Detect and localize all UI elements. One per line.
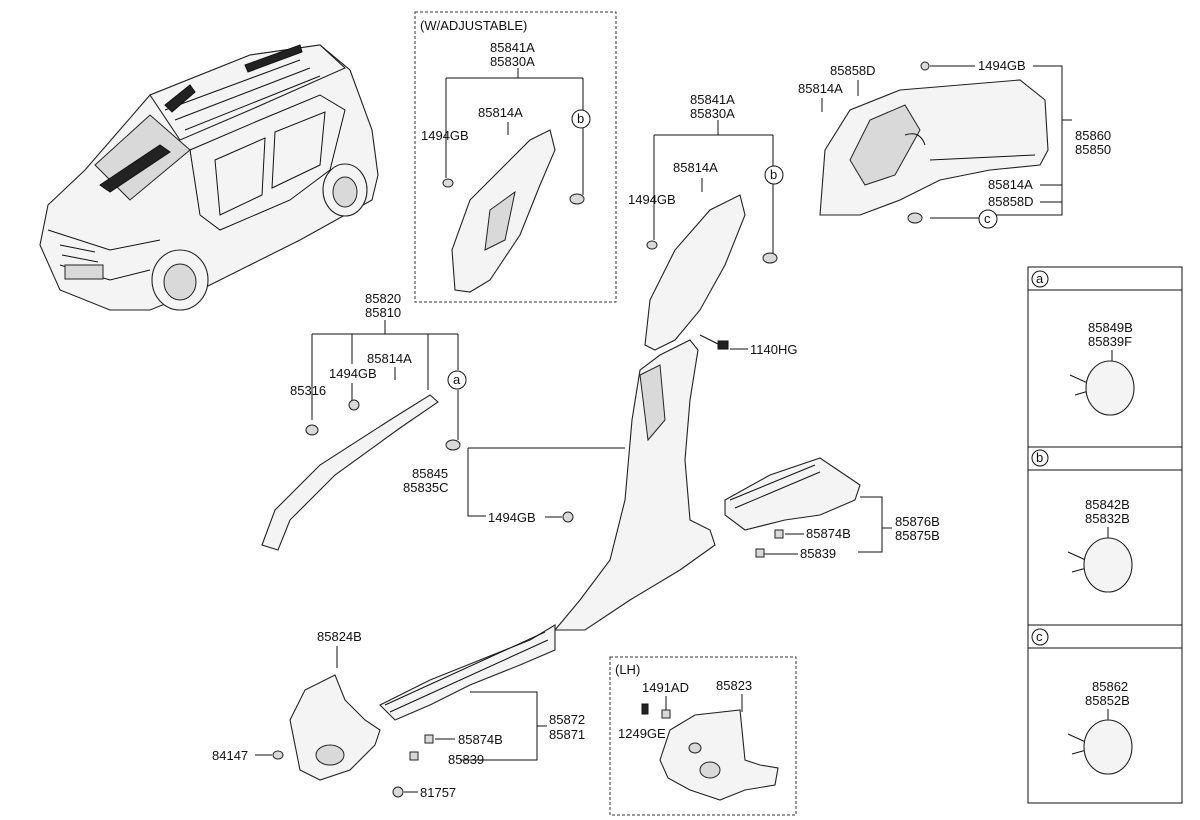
panel-b-callout xyxy=(1031,449,1049,467)
a-pillar-trim xyxy=(261,394,439,551)
cowl-side-trim-lh xyxy=(659,709,779,801)
callout-c xyxy=(978,209,998,229)
svg-text:c: c xyxy=(984,211,991,226)
label-85810: 85810 xyxy=(365,305,401,320)
rear-door-scuff xyxy=(724,457,861,531)
b-pillar-lower-trim xyxy=(553,339,716,631)
label-85841A-b: 85841A xyxy=(690,92,735,107)
label-85874B-a: 85874B xyxy=(806,526,851,541)
label-85872: 85872 xyxy=(549,712,585,727)
cowl-side-trim xyxy=(289,674,381,781)
label-85858D-top: 85858D xyxy=(830,63,876,78)
label-85830A-a: 85830A xyxy=(490,54,535,69)
lh-box-label: (LH) xyxy=(615,662,640,677)
label-85876B: 85876B xyxy=(895,514,940,529)
label-84147: 84147 xyxy=(212,748,248,763)
label-85814A-c: 85814A xyxy=(798,81,843,96)
label-85814A-d: 85814A xyxy=(988,177,1033,192)
label-85835C: 85835C xyxy=(403,480,449,495)
label-85814A-e: 85814A xyxy=(367,351,412,366)
lh-box xyxy=(609,656,797,816)
callout-b-b xyxy=(764,165,784,185)
label-1494GB-e: 1494GB xyxy=(329,366,377,381)
panel-c-label-2: 85852B xyxy=(1085,693,1130,708)
label-85850: 85850 xyxy=(1075,142,1111,157)
label-1494GB-a: 1494GB xyxy=(421,128,469,143)
label-85830A-b: 85830A xyxy=(690,106,735,121)
panel-a-label-2: 85839F xyxy=(1088,334,1132,349)
callout-b-a xyxy=(571,109,591,129)
label-85839-b: 85839 xyxy=(448,752,484,767)
label-85875B: 85875B xyxy=(895,528,940,543)
label-85874B-b: 85874B xyxy=(458,732,503,747)
svg-text:b: b xyxy=(770,167,777,182)
label-85860: 85860 xyxy=(1075,128,1111,143)
panel-b-label-1: 85842B xyxy=(1085,497,1130,512)
label-85858D-bot: 85858D xyxy=(988,194,1034,209)
clip-b xyxy=(1083,537,1133,593)
label-1494GB-c: 1494GB xyxy=(978,58,1026,73)
clip-a xyxy=(1085,360,1135,416)
label-1249GE: 1249GE xyxy=(618,726,666,741)
panel-a-label-1: 85849B xyxy=(1088,320,1133,335)
label-85820: 85820 xyxy=(365,291,401,306)
label-85871: 85871 xyxy=(549,727,585,742)
label-1491AD: 1491AD xyxy=(642,680,689,695)
label-85839-a: 85839 xyxy=(800,546,836,561)
svg-text:b: b xyxy=(1036,450,1043,465)
panel-c-callout xyxy=(1031,628,1049,646)
vehicle-illustration xyxy=(39,44,379,311)
label-85316: 85316 xyxy=(290,383,326,398)
label-85823: 85823 xyxy=(716,678,752,693)
panel-c-label-1: 85862 xyxy=(1092,679,1128,694)
panel-b-label-2: 85832B xyxy=(1085,511,1130,526)
panel-a-callout xyxy=(1031,270,1049,288)
label-1140HG: 1140HG xyxy=(750,342,797,357)
svg-text:b: b xyxy=(577,111,584,126)
clip-c xyxy=(1083,719,1133,775)
adjustable-box-label: (W/ADJUSTABLE) xyxy=(420,18,527,33)
label-1494GB-b: 1494GB xyxy=(628,192,676,207)
svg-text:a: a xyxy=(453,372,461,387)
label-85814A-a: 85814A xyxy=(478,105,523,120)
detail-panels: a 85849B 85839F b 85842B 85832B c 85862 … xyxy=(1027,266,1183,804)
b-pillar-upper-trim xyxy=(644,194,746,351)
label-85824B: 85824B xyxy=(317,629,362,644)
adjustable-box xyxy=(414,11,617,303)
label-85845: 85845 xyxy=(412,466,448,481)
callout-a xyxy=(447,370,467,390)
svg-text:c: c xyxy=(1036,629,1043,644)
label-85814A-b: 85814A xyxy=(673,160,718,175)
label-85841A-a: 85841A xyxy=(490,40,535,55)
label-1494GB-f: 1494GB xyxy=(488,510,536,525)
svg-text:a: a xyxy=(1036,271,1044,286)
label-81757: 81757 xyxy=(420,785,456,800)
